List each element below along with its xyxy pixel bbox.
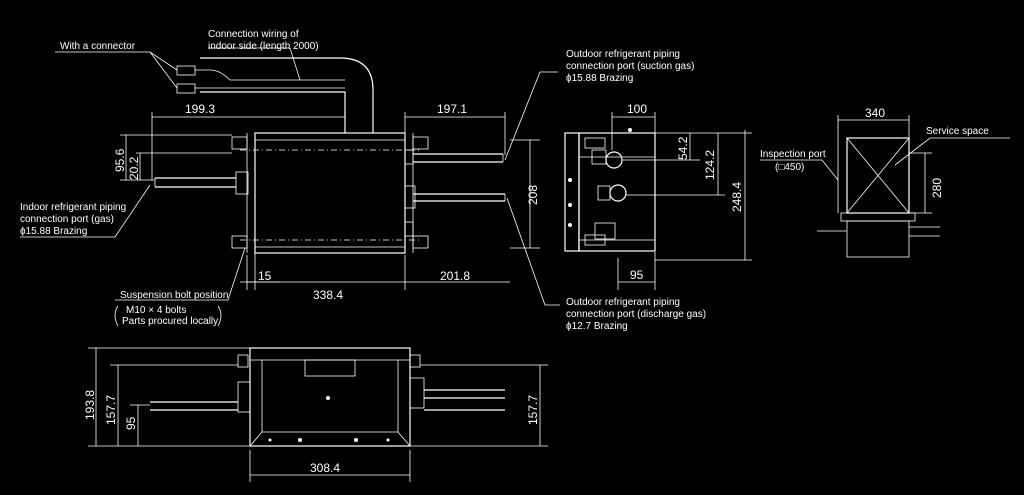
dim-157-7-right: 157.7 <box>526 395 540 425</box>
outdoor-suction-label-1: Outdoor refrigerant piping <box>566 49 680 60</box>
outdoor-suction-label-2: connection port (suction gas) <box>566 61 694 72</box>
top-view <box>20 47 560 306</box>
outdoor-discharge-label-3: ϕ12.7 Brazing <box>566 321 628 332</box>
outdoor-suction-label-3: ϕ15.88 Brazing <box>566 73 633 84</box>
dim-20-2: 20.2 <box>127 156 141 180</box>
service-space-label: Service space <box>926 126 989 137</box>
indoor-gas-label-3: ϕ15.88 Brazing <box>20 226 87 237</box>
indoor-gas-label-1: Indoor refrigerant piping <box>20 202 126 213</box>
inspection-view <box>760 115 1010 258</box>
dim-199-3: 199.3 <box>185 102 215 116</box>
dim-95-6: 95.6 <box>113 148 127 172</box>
suspension-label-3: Parts procured locally <box>122 316 218 327</box>
indoor-gas-label-2: connection port (gas) <box>20 214 114 225</box>
dim-197-1: 197.1 <box>437 102 467 116</box>
dim-15: 15 <box>258 269 272 283</box>
dim-54-2: 54.2 <box>676 136 690 160</box>
outdoor-discharge-label-1: Outdoor refrigerant piping <box>566 297 680 308</box>
dim-208: 208 <box>526 185 540 205</box>
conn-wiring-label-1: Connection wiring of <box>208 29 299 40</box>
dim-95-front: 95 <box>124 416 138 430</box>
dim-124-2: 124.2 <box>703 150 717 180</box>
inspection-port-label: Inspection port <box>760 149 826 160</box>
dimension-labels: 199.3 197.1 95.6 20.2 208 15 201.8 338.4… <box>83 102 944 475</box>
dim-338-4: 338.4 <box>313 288 343 302</box>
side-view <box>564 112 752 290</box>
dim-280: 280 <box>930 178 944 198</box>
suspension-label-1: Suspension bolt position <box>120 290 228 301</box>
front-view <box>88 347 548 482</box>
dim-157-7-left: 157.7 <box>104 395 118 425</box>
with-connector-label: With a connector <box>60 41 136 52</box>
dim-193-8: 193.8 <box>83 390 97 420</box>
suspension-label-2: M10 × 4 bolts <box>126 305 186 316</box>
dim-248-4: 248.4 <box>730 182 744 212</box>
conn-wiring-label-2: indoor side (length 2000) <box>208 41 319 52</box>
dim-340: 340 <box>865 106 885 120</box>
dim-100: 100 <box>627 102 647 116</box>
dim-308-4: 308.4 <box>310 461 340 475</box>
inspection-size-label: (□450) <box>775 162 804 173</box>
outdoor-discharge-label-2: connection port (discharge gas) <box>566 309 706 320</box>
labels: With a connector Connection wiring of in… <box>20 29 989 332</box>
dim-95: 95 <box>630 268 644 282</box>
dim-201-8: 201.8 <box>440 269 470 283</box>
